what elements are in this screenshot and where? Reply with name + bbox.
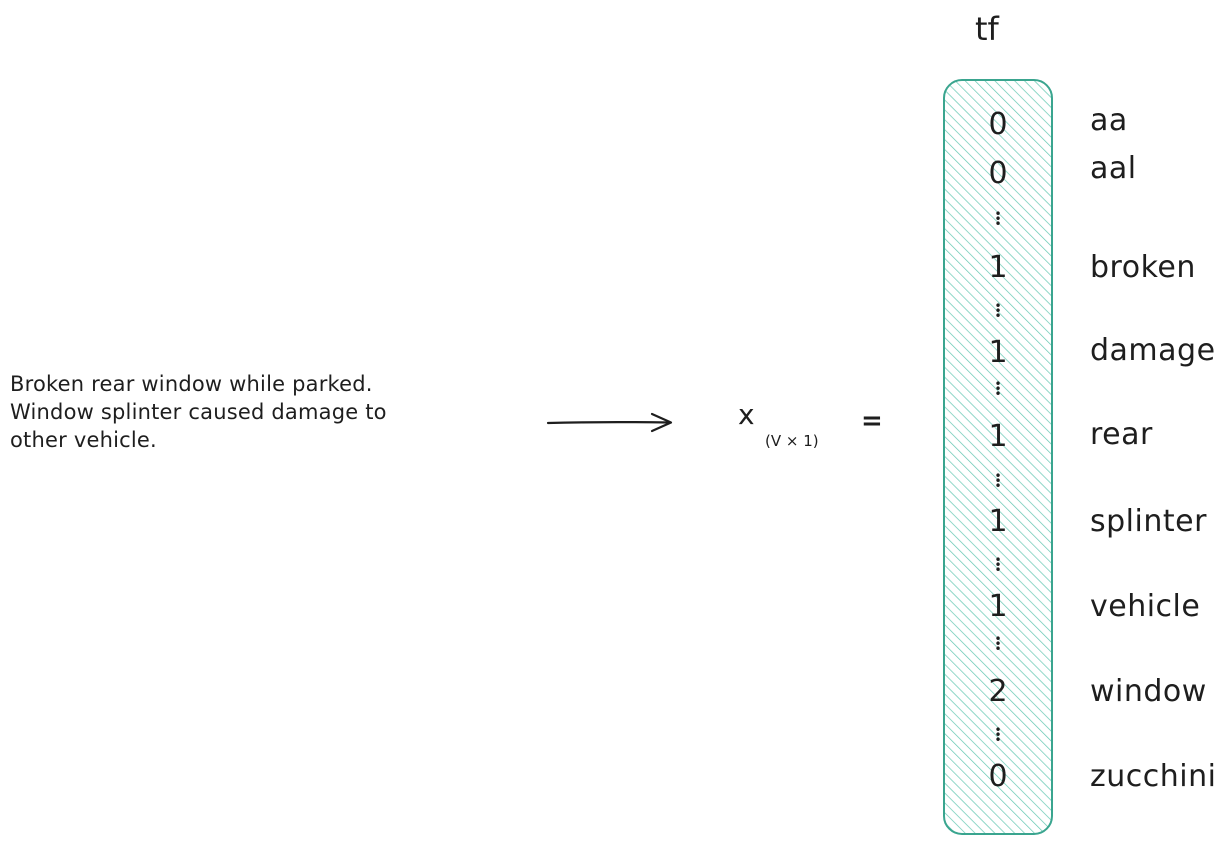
ellipsis-icon: ••• <box>994 207 1002 231</box>
vocabulary-term: broken <box>1090 250 1196 285</box>
equals-sign: = <box>861 406 883 436</box>
vector-value: 2 <box>988 674 1008 709</box>
vector-header: tf <box>975 10 999 48</box>
vector-value: 0 <box>988 156 1008 191</box>
vocabulary-term: vehicle <box>1090 589 1201 624</box>
vocabulary-term: zucchini <box>1090 759 1217 794</box>
ellipsis-icon: ••• <box>994 377 1002 401</box>
vector-value: 0 <box>988 107 1008 142</box>
sentence-line: other vehicle. <box>10 428 157 452</box>
vocabulary-term: splinter <box>1090 504 1207 539</box>
ellipsis-icon: ••• <box>994 632 1002 656</box>
ellipsis-icon: ••• <box>994 553 1002 577</box>
vector-value: 1 <box>988 335 1008 370</box>
sentence-line: Broken rear window while parked. <box>10 372 373 396</box>
transform-arrow-icon <box>545 408 680 438</box>
vector-value: 1 <box>988 250 1008 285</box>
ellipsis-icon: ••• <box>994 299 1002 323</box>
vector-value: 1 <box>988 589 1008 624</box>
vocabulary-term: aal <box>1090 151 1137 186</box>
ellipsis-icon: ••• <box>994 469 1002 493</box>
vocabulary-term: aa <box>1090 103 1128 138</box>
term-frequency-vector <box>942 78 1054 836</box>
sentence-line: Window splinter caused damage to <box>10 400 387 424</box>
vocabulary-term: damage <box>1090 333 1216 368</box>
vector-value: 1 <box>988 504 1008 539</box>
vector-value: 1 <box>988 419 1008 454</box>
vocabulary-term: rear <box>1090 417 1153 452</box>
ellipsis-icon: ••• <box>994 723 1002 747</box>
input-sentence: Broken rear window while parked. Window … <box>10 370 510 454</box>
vector-symbol: x <box>738 398 755 431</box>
vector-value: 0 <box>988 759 1008 794</box>
vector-dimension: (V × 1) <box>765 432 819 450</box>
vocabulary-term: window <box>1090 674 1207 709</box>
